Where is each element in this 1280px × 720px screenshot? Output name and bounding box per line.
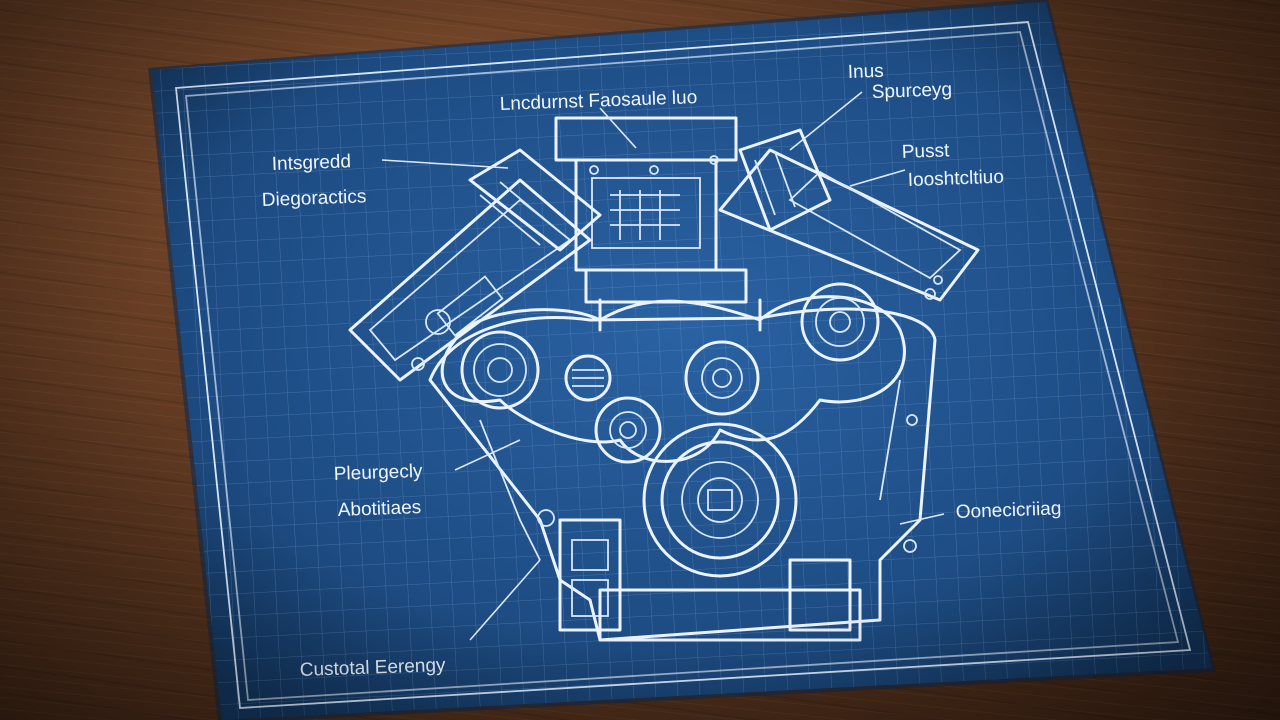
label-right-2: Iooshtcltiuo <box>907 167 1004 191</box>
pulley-center <box>594 396 662 464</box>
label-bottom: Custotal Eerengy <box>299 655 446 681</box>
label-right-lower: Oonecicriiag <box>955 498 1061 523</box>
pulley-upper-center <box>684 340 760 416</box>
leader-lines <box>381 91 945 641</box>
label-mid-left-2: Abotitiaes <box>337 497 421 521</box>
serpentine-belt <box>440 295 907 463</box>
left-cylinder-bank <box>348 148 602 382</box>
pulley-left <box>460 330 540 410</box>
crankshaft-pulley <box>642 422 798 578</box>
label-right-1: Pusst <box>901 140 950 163</box>
label-left-1: Intsgredd <box>271 151 351 175</box>
engine-diagram <box>348 116 980 642</box>
label-top-right-1: Inus <box>847 61 884 83</box>
right-cylinder-bank <box>718 128 980 302</box>
pulley-right <box>800 282 880 362</box>
label-top-right-2: Spurceyg <box>871 79 952 103</box>
pulley-left-small <box>564 354 612 402</box>
label-left-2: Diegoractics <box>261 186 366 211</box>
label-mid-left-1: Pleurgecly <box>333 461 423 485</box>
